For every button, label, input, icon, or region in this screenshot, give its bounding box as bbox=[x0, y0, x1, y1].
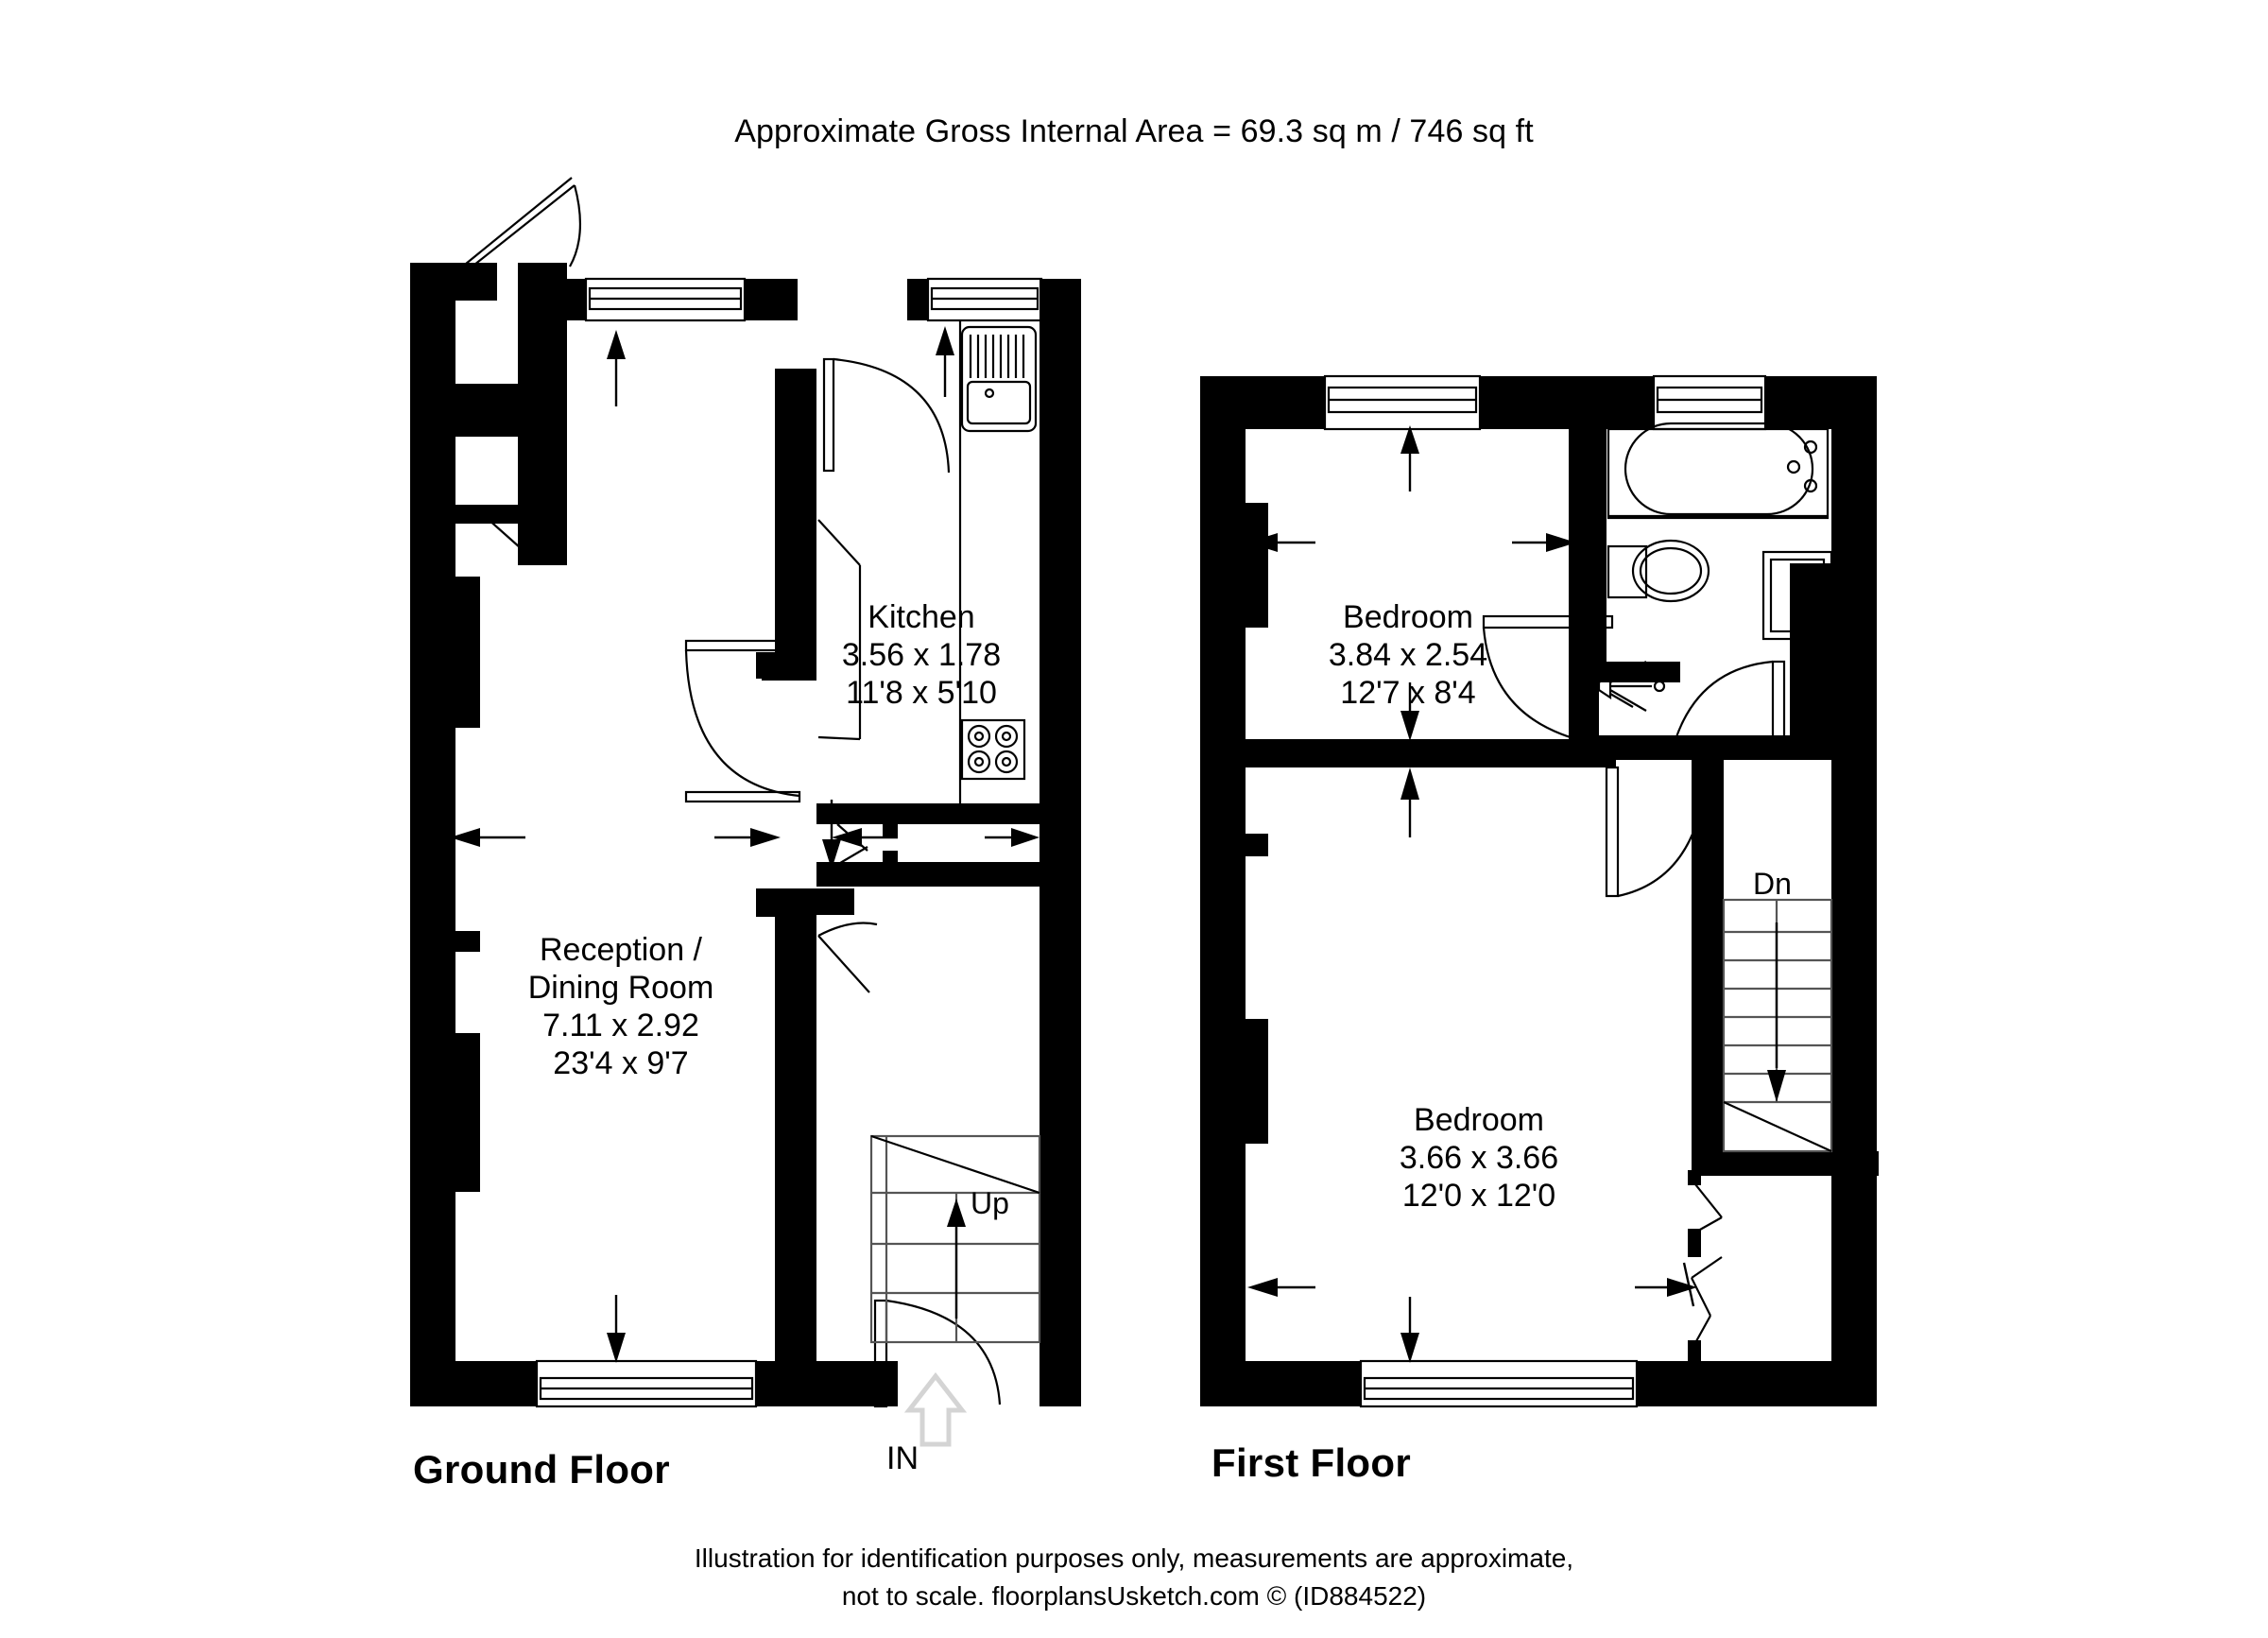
gf-staircase bbox=[869, 1134, 1041, 1344]
ff-bedroom-bath-wall bbox=[1569, 429, 1606, 624]
ff-dimension-arrows bbox=[1247, 425, 1697, 1363]
door-reception-inner bbox=[684, 639, 801, 803]
gf-right-outer-wall bbox=[1040, 279, 1081, 1406]
gf-hall-partitions bbox=[816, 803, 1040, 915]
room-label-kitchen: Kitchen 3.56 x 1.78 11'8 x 5'10 bbox=[842, 598, 1001, 712]
ff-right-outer-wall bbox=[1831, 376, 1877, 1406]
footer-line-1: Illustration for identification purposes… bbox=[694, 1543, 1574, 1573]
stair-direction-down-label: Dn bbox=[1753, 867, 1792, 901]
ff-staircase bbox=[1722, 898, 1833, 1153]
bathtub-icon bbox=[1606, 422, 1830, 520]
door-entrance bbox=[873, 1299, 1002, 1408]
entrance-label: IN bbox=[886, 1440, 919, 1476]
stair-direction-up-label: Up bbox=[971, 1186, 1009, 1220]
door-hall-cupboard-2 bbox=[834, 846, 880, 871]
ff-bottom-wall bbox=[1200, 1359, 1877, 1408]
entrance-arrow-icon bbox=[903, 1371, 968, 1447]
door-bathroom bbox=[1669, 660, 1786, 760]
toilet-icon bbox=[1606, 539, 1710, 603]
first-floor-title: First Floor bbox=[1211, 1440, 1411, 1485]
shower-icon bbox=[1597, 661, 1666, 712]
room-name-bedroom-1: Bedroom bbox=[1343, 599, 1473, 635]
room-metric-bedroom-1: 3.84 x 2.54 bbox=[1328, 637, 1488, 673]
basin-icon bbox=[1761, 550, 1833, 641]
door-bedroom-2 bbox=[1605, 766, 1709, 898]
footer-disclaimer: Illustration for identification purposes… bbox=[0, 1540, 2268, 1615]
gf-kitchen-fittings bbox=[958, 321, 1038, 803]
ground-floor-plan bbox=[410, 177, 1081, 1447]
room-name-reception-line2: Dining Room bbox=[527, 970, 714, 1006]
gf-doors bbox=[455, 177, 1002, 1408]
gf-kitchen-top-wall bbox=[907, 277, 1081, 322]
gross-internal-area-text: Approximate Gross Internal Area = 69.3 s… bbox=[734, 113, 1534, 149]
room-metric-reception: 7.11 x 2.92 bbox=[542, 1008, 699, 1043]
door-cupboard-ff bbox=[1682, 1170, 1723, 1363]
room-imperial-reception: 23'4 x 9'7 bbox=[553, 1045, 689, 1081]
gf-left-outer-wall bbox=[410, 499, 480, 1406]
room-name-kitchen: Kitchen bbox=[868, 599, 975, 635]
room-label-bedroom-2: Bedroom 3.66 x 3.66 12'0 x 12'0 bbox=[1400, 1101, 1558, 1215]
footer-line-2: not to scale. floorplansUsketch.com © (I… bbox=[841, 1581, 1427, 1611]
hob-icon bbox=[960, 718, 1026, 781]
gf-dimension-arrows bbox=[450, 326, 1040, 1363]
door-kitchen bbox=[822, 357, 951, 474]
ff-bathroom-fittings bbox=[1597, 422, 1833, 712]
room-label-bedroom-1: Bedroom 3.84 x 2.54 12'7 x 8'4 bbox=[1329, 598, 1487, 712]
gf-porch-walls bbox=[410, 263, 567, 565]
gf-bottom-wall bbox=[410, 1359, 898, 1408]
room-imperial-bedroom-2: 12'0 x 12'0 bbox=[1401, 1178, 1556, 1214]
room-label-reception-dining: Reception / Dining Room 7.11 x 2.92 23'4… bbox=[528, 931, 714, 1082]
sink-icon bbox=[966, 335, 1032, 425]
door-hall-cupboard-1 bbox=[836, 818, 880, 852]
ff-left-outer-wall bbox=[1200, 376, 1268, 1406]
gf-reception-top-wall bbox=[567, 277, 798, 322]
ff-doors bbox=[1482, 614, 1786, 1363]
door-porch-front bbox=[455, 177, 582, 281]
room-name-bedroom-2: Bedroom bbox=[1414, 1102, 1544, 1138]
room-name-reception-line1: Reception / bbox=[540, 932, 702, 968]
gf-reception-east-wall bbox=[756, 888, 816, 1380]
door-stairs bbox=[817, 922, 878, 993]
room-metric-bedroom-2: 3.66 x 3.66 bbox=[1399, 1140, 1559, 1176]
door-hall-reception bbox=[477, 507, 564, 557]
room-metric-kitchen: 3.56 x 1.78 bbox=[841, 637, 1002, 673]
room-imperial-bedroom-1: 12'7 x 8'4 bbox=[1340, 675, 1476, 711]
ff-top-wall bbox=[1200, 374, 1877, 431]
ff-bathroom-walls bbox=[1569, 563, 1831, 760]
ground-floor-title: Ground Floor bbox=[413, 1447, 670, 1491]
door-bedroom-1 bbox=[1482, 614, 1614, 743]
room-imperial-kitchen: 11'8 x 5'10 bbox=[846, 675, 997, 711]
gf-spine-walls bbox=[756, 369, 816, 681]
